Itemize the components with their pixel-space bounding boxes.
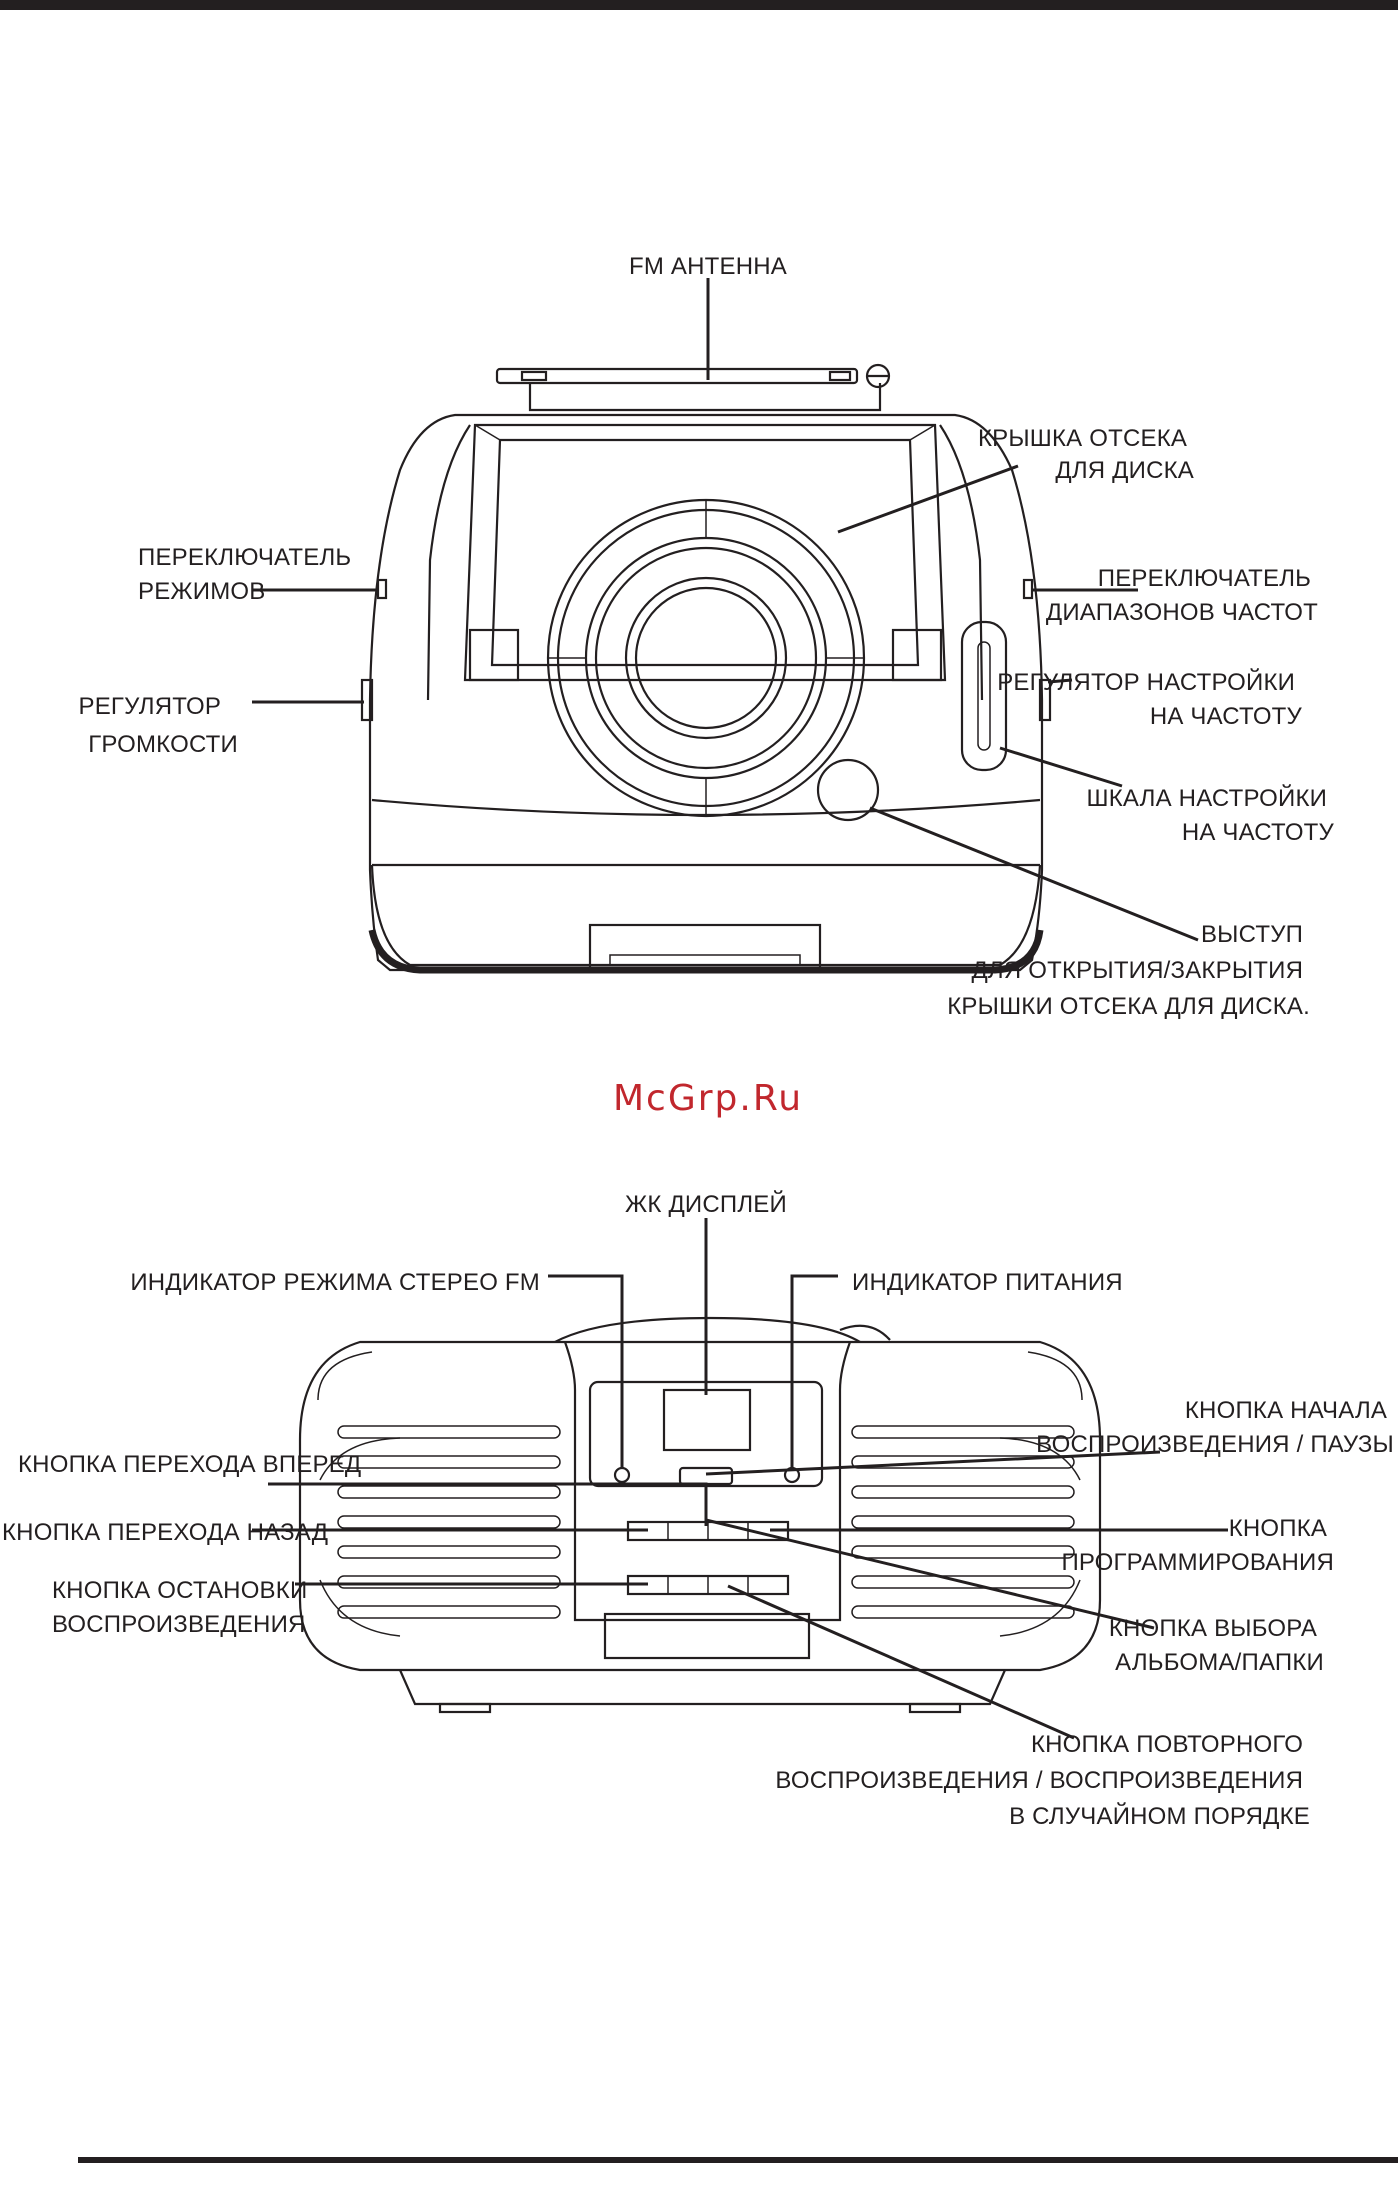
label-tuning-knob: РЕГУЛЯТОР НАСТРОЙКИ НА ЧАСТОТУ (997, 668, 1302, 730)
label-skip-back: КНОПКА ПЕРЕХОДА НАЗАД (2, 1519, 328, 1546)
device-front-view (298, 1316, 1102, 1714)
label-disc-lid: КРЫШКА ОТСЕКА ДЛЯ ДИСКА (978, 425, 1194, 484)
label-band-switch: ПЕРЕКЛЮЧАТЕЛЬ ДИАПАЗОНОВ ЧАСТОТ (1046, 565, 1318, 626)
label-fm-antenna: FM АНТЕННА (629, 253, 787, 280)
bottom-rule (78, 2157, 1398, 2163)
label-lcd: ЖК ДИСПЛЕЙ (625, 1190, 787, 1218)
label-skip-forward: КНОПКА ПЕРЕХОДА ВПЕРЕД (18, 1451, 361, 1478)
watermark: McGrp.Ru (613, 1078, 803, 1119)
label-power-led: ИНДИКАТОР ПИТАНИЯ (852, 1269, 1123, 1296)
device-top-view (360, 363, 1052, 974)
label-lid-tab: ВЫСТУП ДЛЯ ОТКРЫТИЯ/ЗАКРЫТИЯ КРЫШКИ ОТСЕ… (947, 921, 1310, 1020)
label-play-pause: КНОПКА НАЧАЛА ВОСПРОИЗВЕДЕНИЯ / ПАУЗЫ (1036, 1397, 1394, 1458)
label-stop: КНОПКА ОСТАНОВКИ ВОСПРОИЗВЕДЕНИЯ (52, 1577, 314, 1638)
label-album: КНОПКА ВЫБОРА АЛЬБОМА/ПАПКИ (1109, 1615, 1324, 1676)
label-tuning-scale: ШКАЛА НАСТРОЙКИ НА ЧАСТОТУ (1087, 784, 1335, 846)
label-mode-switch: ПЕРЕКЛЮЧАТЕЛЬ РЕЖИМОВ (138, 544, 358, 605)
top-rule (0, 0, 1398, 10)
label-stereo-led: ИНДИКАТОР РЕЖИМА СТЕРЕО FM (130, 1269, 540, 1296)
label-program: КНОПКА ПРОГРАММИРОВАНИЯ (1061, 1515, 1334, 1576)
label-repeat-random: КНОПКА ПОВТОРНОГО ВОСПРОИЗВЕДЕНИЯ / ВОСП… (775, 1731, 1310, 1830)
label-volume-knob: РЕГУЛЯТОР ГРОМКОСТИ (79, 693, 238, 758)
